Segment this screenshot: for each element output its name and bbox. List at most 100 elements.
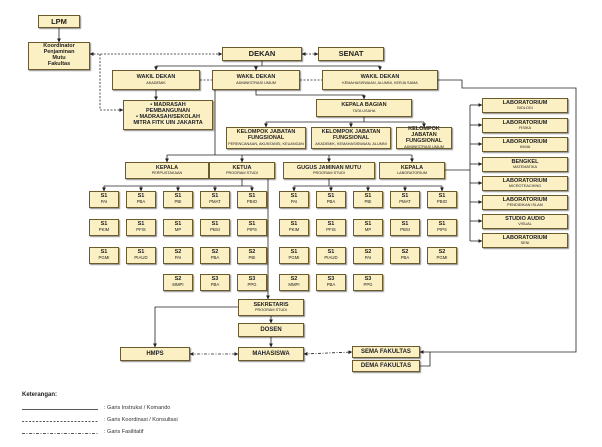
legend-title: Keterangan: bbox=[22, 392, 58, 398]
prodi-left-s2-pba-line-2: PBA bbox=[210, 255, 220, 261]
node-jf2-line-2: AKADEMIK, KEMAHASISWAAN, ALUMNI bbox=[315, 141, 387, 146]
node-koordinator-line-3: Mutu bbox=[52, 55, 66, 61]
node-lab7-line-1: STUDIO AUDIO bbox=[505, 215, 545, 222]
node-mahasiswa: MAHASISWA bbox=[238, 347, 304, 361]
prodi-right-s2-pgmi-line-1: S2 bbox=[438, 249, 446, 256]
prodi-left-s2-pai-line-1: S2 bbox=[174, 249, 182, 256]
prodi-right-s1-pkim-line-1: S1 bbox=[290, 221, 298, 228]
node-mahasiswa-line-1: MAHASISWA bbox=[252, 350, 290, 357]
node-jf1-line-1: KELOMPOK JABATAN FUNGSIONAL bbox=[236, 129, 296, 141]
prodi-right-s1-pba-line-2: PBA bbox=[326, 199, 336, 205]
prodi-right-s2-pai-line-1: S2 bbox=[364, 249, 372, 256]
prodi-left-s2-mmpi-line-1: S2 bbox=[174, 276, 182, 283]
prodi-right-s1-pips-line-2: PIPS bbox=[437, 227, 447, 233]
prodi-left-s1-pfis-line-1: S1 bbox=[137, 221, 145, 228]
node-lpm: LPM bbox=[38, 15, 80, 28]
prodi-right-s1-pbi-line-2: PBI bbox=[364, 199, 372, 205]
node-sema: SEMA FAKULTAS bbox=[352, 346, 420, 358]
prodi-left-s1-pmat-line-2: PMAT bbox=[209, 199, 221, 205]
legend-line-dashdot-icon bbox=[22, 433, 98, 434]
node-lab4-line-2: MATEMATIKA bbox=[512, 165, 538, 170]
prodi-left-s1-pbio-line-1: S1 bbox=[248, 193, 256, 200]
node-senat: SENAT bbox=[318, 47, 384, 61]
node-jf2-line-1: KELOMPOK JABATAN FUNGSIONAL bbox=[321, 129, 381, 141]
prodi-left-s1-pbio-line-2: PBIO bbox=[246, 199, 258, 205]
prodi-right-s2-pai-line-2: PAI bbox=[364, 255, 372, 261]
node-gjm-line-1: GUGUS JAMINAN MUTU bbox=[296, 164, 362, 171]
prodi-right-s1-pbsi-line-2: PBSI bbox=[400, 227, 410, 233]
node-kep-lab-line-2: LABORATORIUM bbox=[396, 171, 428, 176]
prodi-right-s1-pgmi-line-2: PGMI bbox=[288, 255, 300, 261]
prodi-right-s1-pai-line-1: S1 bbox=[290, 193, 298, 200]
node-lab5-line-1: LABORATORIUM bbox=[502, 177, 548, 184]
prodi-left-s1-piaud-line-2: PIAUD bbox=[134, 255, 148, 261]
prodi-left-s1-pba-line-1: S1 bbox=[137, 193, 145, 200]
dema-link bbox=[420, 352, 431, 367]
node-kep-perpus-line-1: KEPALA bbox=[155, 164, 179, 171]
node-kabag-line-2: TATA USAHA bbox=[352, 108, 376, 113]
prodi-right-s1-pfis-line-2: PFIS bbox=[326, 227, 336, 233]
node-lab8-line-1: LABORATORIUM bbox=[502, 234, 548, 241]
legend-line-solid-icon bbox=[22, 409, 98, 410]
node-kabag-line-1: KEPALA BAGIAN bbox=[341, 102, 387, 109]
node-sekretaris-line-2: PROGRAM STUDI bbox=[254, 308, 288, 313]
prodi-right-s2-mmpi-line-1: S2 bbox=[290, 276, 298, 283]
prodi-left-s1-pgmi-line-1: S1 bbox=[100, 249, 108, 256]
prodi-left-s1-pbi-line-1: S1 bbox=[174, 193, 182, 200]
prodi-left-s1-pips-line-1: S1 bbox=[248, 221, 256, 228]
prodi-left-s3-pba-line-2: PBA bbox=[210, 282, 220, 288]
node-jf1-line-2: PERENCANAAN, AKUNTANSI, KEUANGAN bbox=[228, 141, 304, 146]
node-lab7-line-2: VISUAL bbox=[518, 222, 532, 227]
node-sema-line-1: SEMA FAKULTAS bbox=[361, 348, 411, 355]
node-lab2-line-1: LABORATORIUM bbox=[502, 119, 548, 126]
node-madrasah-line-2: PEMBANGUNAN bbox=[146, 108, 190, 115]
prodi-right-s1-pbi-line-1: S1 bbox=[364, 193, 372, 200]
legend-label: : Garis Koordinasi / Konsultasi bbox=[104, 417, 178, 423]
prodi-left-s1-pfis-line-2: PFIS bbox=[136, 227, 146, 233]
node-koordinator-line-2: Penjaminan bbox=[43, 49, 75, 56]
koordinator-madrasah bbox=[99, 54, 124, 112]
prodi-left-s1-pmat-line-1: S1 bbox=[211, 193, 219, 200]
prodi-right-s3-pba-line-1: S3 bbox=[327, 276, 335, 283]
node-ketua-prodi-line-1: KETUA bbox=[232, 164, 252, 171]
node-lab5-line-2: MICROTEACHING bbox=[508, 184, 542, 189]
node-madrasah-line-4: MITRA FITK UIN JAKARTA bbox=[133, 119, 203, 126]
node-koordinator-line-4: Fakultas bbox=[47, 60, 71, 67]
node-kep-perpus-line-2: PERPUSTAKAAN bbox=[151, 171, 183, 176]
prodi-right-s3-ppg-line-2: PPG bbox=[363, 282, 373, 288]
node-lab3-line-2: KIMIA bbox=[519, 145, 531, 150]
mahasiswa-sema bbox=[303, 350, 353, 356]
node-lab3-line-1: LABORATORIUM bbox=[502, 138, 548, 145]
node-dema: DEMA FAKULTAS bbox=[352, 360, 420, 372]
node-wd-akademik-line-2: AKADEMIK bbox=[146, 80, 166, 85]
node-wd-kemahasiswaan-line-1: WAKIL DEKAN bbox=[360, 74, 400, 81]
